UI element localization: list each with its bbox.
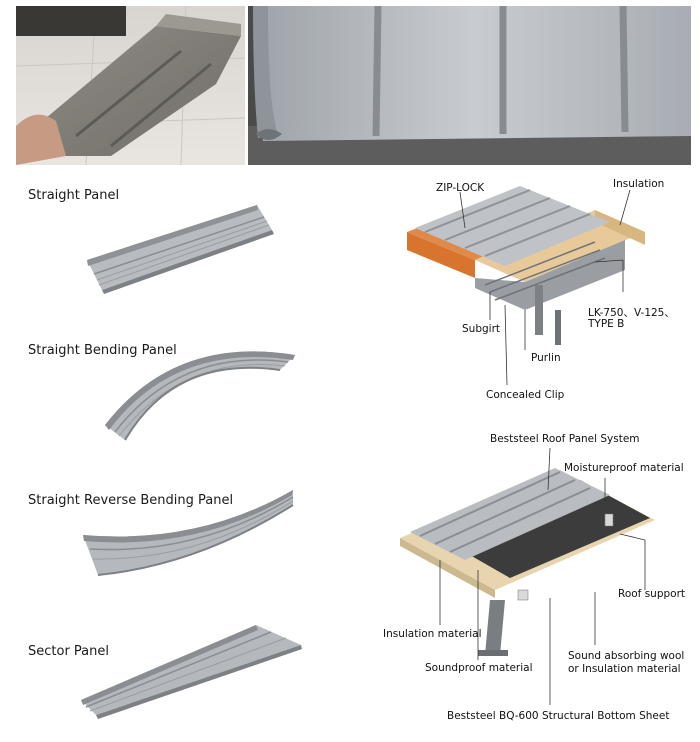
type-b-label: TYPE B bbox=[588, 318, 625, 330]
sound-wool-label-2: or Insulation material bbox=[568, 663, 681, 675]
panel-closeup-photo bbox=[248, 6, 691, 165]
roof-panel-system-diagram bbox=[400, 447, 655, 705]
zip-lock-label: ZIP-LOCK bbox=[436, 182, 485, 194]
purlin-label: Purlin bbox=[531, 352, 561, 364]
zip-lock-roof-diagram bbox=[407, 186, 645, 386]
straight-bending-panel-label: Straight Bending Panel bbox=[28, 343, 177, 358]
lk-label: LK-750、V-125、 bbox=[588, 307, 675, 319]
moistureproof-label: Moistureproof material bbox=[564, 462, 684, 474]
roof-panel-system-label: Beststeel Roof Panel System bbox=[490, 433, 640, 445]
straight-reverse-bending-panel-drawing bbox=[83, 490, 294, 576]
concealed-clip-label: Concealed Clip bbox=[486, 389, 565, 401]
insulation-label: Insulation bbox=[613, 178, 665, 190]
sound-wool-label-1: Sound absorbing wool bbox=[568, 650, 685, 662]
insulation-material-label: Insulation material bbox=[383, 628, 482, 640]
hand-held-panel-photo bbox=[16, 6, 245, 165]
roof-support-label: Roof support bbox=[618, 588, 686, 600]
straight-panel-label: Straight Panel bbox=[28, 188, 120, 203]
subgirt-label: Subgirt bbox=[462, 323, 501, 335]
soundproof-label: Soundproof material bbox=[425, 662, 533, 674]
bottom-sheet-label: Beststeel BQ-600 Structural Bottom Sheet bbox=[447, 710, 670, 722]
sector-panel-label: Sector Panel bbox=[28, 644, 109, 659]
straight-bending-panel-drawing bbox=[105, 351, 295, 441]
straight-panel-drawing bbox=[87, 205, 274, 294]
straight-reverse-bending-panel-label: Straight Reverse Bending Panel bbox=[28, 493, 234, 508]
sector-panel-drawing bbox=[81, 625, 302, 719]
